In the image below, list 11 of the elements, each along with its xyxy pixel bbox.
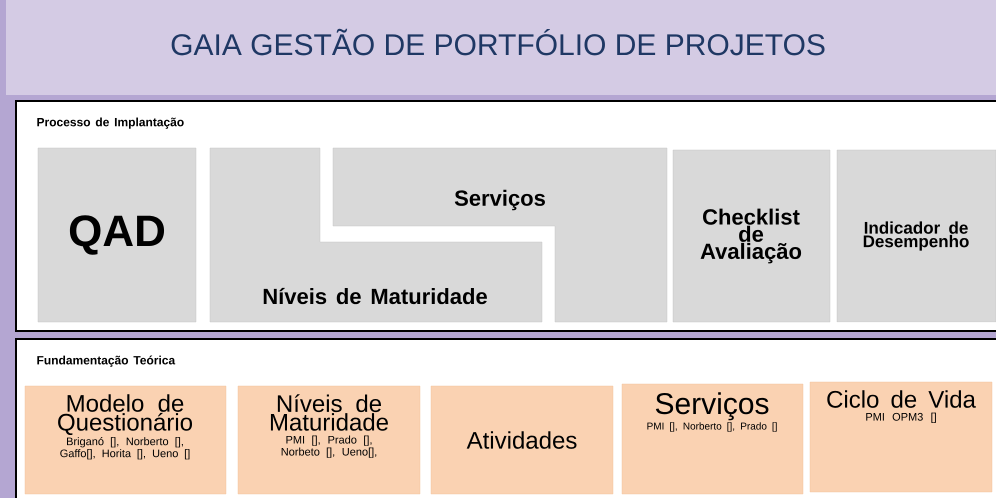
topic-box: Níveis de Maturidade PMI [], Prado [], Norbeto [], Ueno[], bbox=[238, 386, 420, 494]
section-heading: Fundamentação Teórica bbox=[37, 356, 176, 367]
topic-box: Ciclo de Vida PMI OPM3 [] bbox=[810, 382, 992, 492]
topic-box: Modelo de Questionário Briganó [], Norberto [], Gaffo[], Horita [], Ueno [] bbox=[24, 386, 226, 494]
topic-box: Serviços PMI [], Norberto [], Prado [] bbox=[622, 384, 804, 494]
process-box: QAD bbox=[38, 148, 196, 322]
process-box: Checklist de Avaliação bbox=[672, 150, 830, 322]
process-box: Indicador de Desempenho bbox=[836, 150, 996, 322]
title: GAIA GESTÃO DE PORTFÓLIO DE PROJETOS bbox=[172, 28, 825, 56]
section-heading: Processo de Implantação bbox=[37, 118, 184, 129]
topic-box: Atividades bbox=[430, 386, 614, 494]
